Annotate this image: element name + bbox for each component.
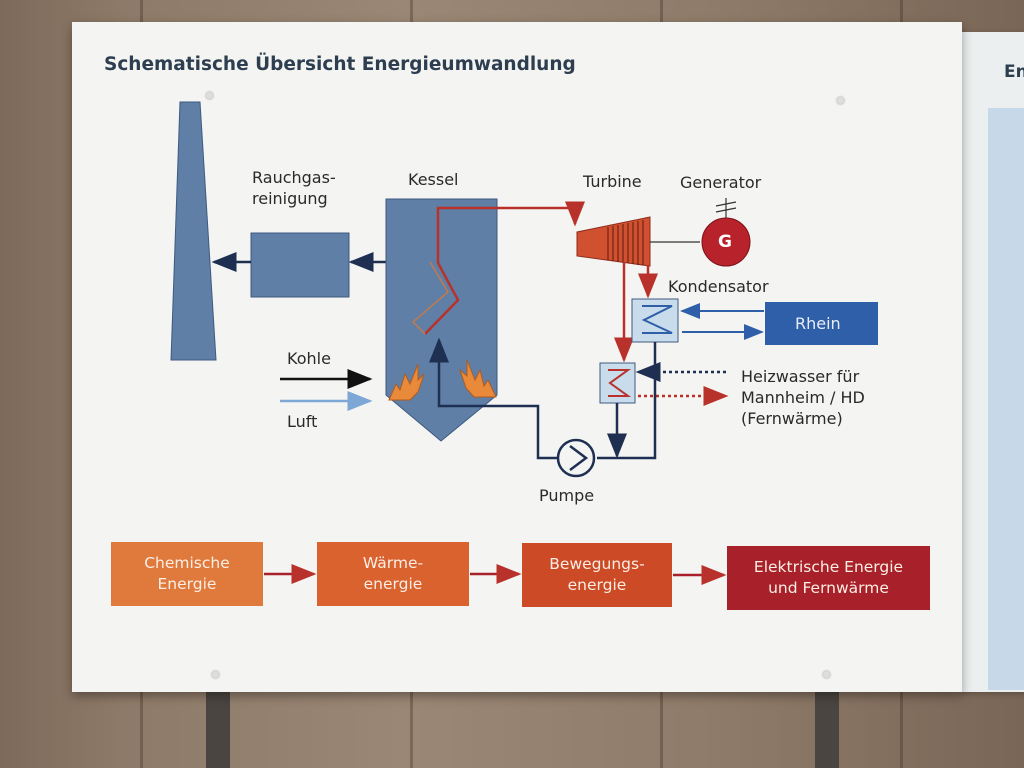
steam-coil (411, 261, 449, 335)
chimney (170, 101, 217, 361)
label-kessel: Kessel (408, 170, 459, 189)
heat-exchanger-coil (608, 369, 632, 397)
condensate-line-condenser (597, 342, 657, 460)
screw-bottom-left (212, 671, 219, 678)
chain-box-elektrische-energie: Elektrische Energie und Fernwärme (727, 546, 930, 610)
flame-left-icon (388, 363, 425, 401)
flame-right-icon (458, 359, 497, 398)
label-kondensator: Kondensator (668, 277, 769, 296)
screw-top-left (206, 92, 213, 99)
rhein-box (765, 302, 878, 345)
label-rhein: Rhein (795, 314, 841, 333)
generator-symbol: G (718, 232, 732, 252)
pump-icon (556, 438, 596, 478)
neighbor-board: En (962, 32, 1024, 692)
label-turbine: Turbine (583, 172, 642, 191)
screw-bottom-right (823, 671, 830, 678)
chain-box-chemische-energie: Chemische Energie (111, 542, 263, 606)
chain-box-bewegungsenergie: Bewegungs- energie (522, 543, 672, 607)
turbine-blades (607, 220, 644, 265)
label-pumpe: Pumpe (539, 486, 595, 505)
label-rauchgasreinigung: Rauchgas- reinigung (252, 168, 336, 208)
generator-output-icon (715, 198, 737, 218)
label-heizwasser: Heizwasser für Mannheim / HD (Fernwärme) (741, 367, 865, 428)
chain-label-4: Elektrische Energie und Fernwärme (753, 558, 904, 597)
neighbor-text-panel (988, 108, 1024, 690)
steam-pipe-boiler (424, 201, 585, 335)
feedwater-pipe (429, 337, 560, 460)
chain-box-waermeenergie: Wärme- energie (317, 542, 469, 606)
chain-label-3: Bewegungs- energie (549, 555, 645, 594)
flue-gas-cleaning-box (250, 232, 350, 298)
chain-label-1: Chemische Energie (144, 554, 230, 593)
condenser-coil (641, 305, 673, 334)
chain-label-2: Wärme- energie (362, 554, 424, 593)
screw-top-right (837, 97, 844, 104)
boiler (385, 198, 498, 442)
board-stand-left (206, 690, 230, 768)
board-stand-right (815, 690, 839, 768)
label-kohle: Kohle (287, 349, 331, 368)
label-generator: Generator (680, 173, 762, 192)
label-luft: Luft (287, 412, 318, 431)
neighbor-board-title: En (1004, 62, 1024, 82)
diagram-title: Schematische Übersicht Energieumwandlung (104, 54, 576, 75)
